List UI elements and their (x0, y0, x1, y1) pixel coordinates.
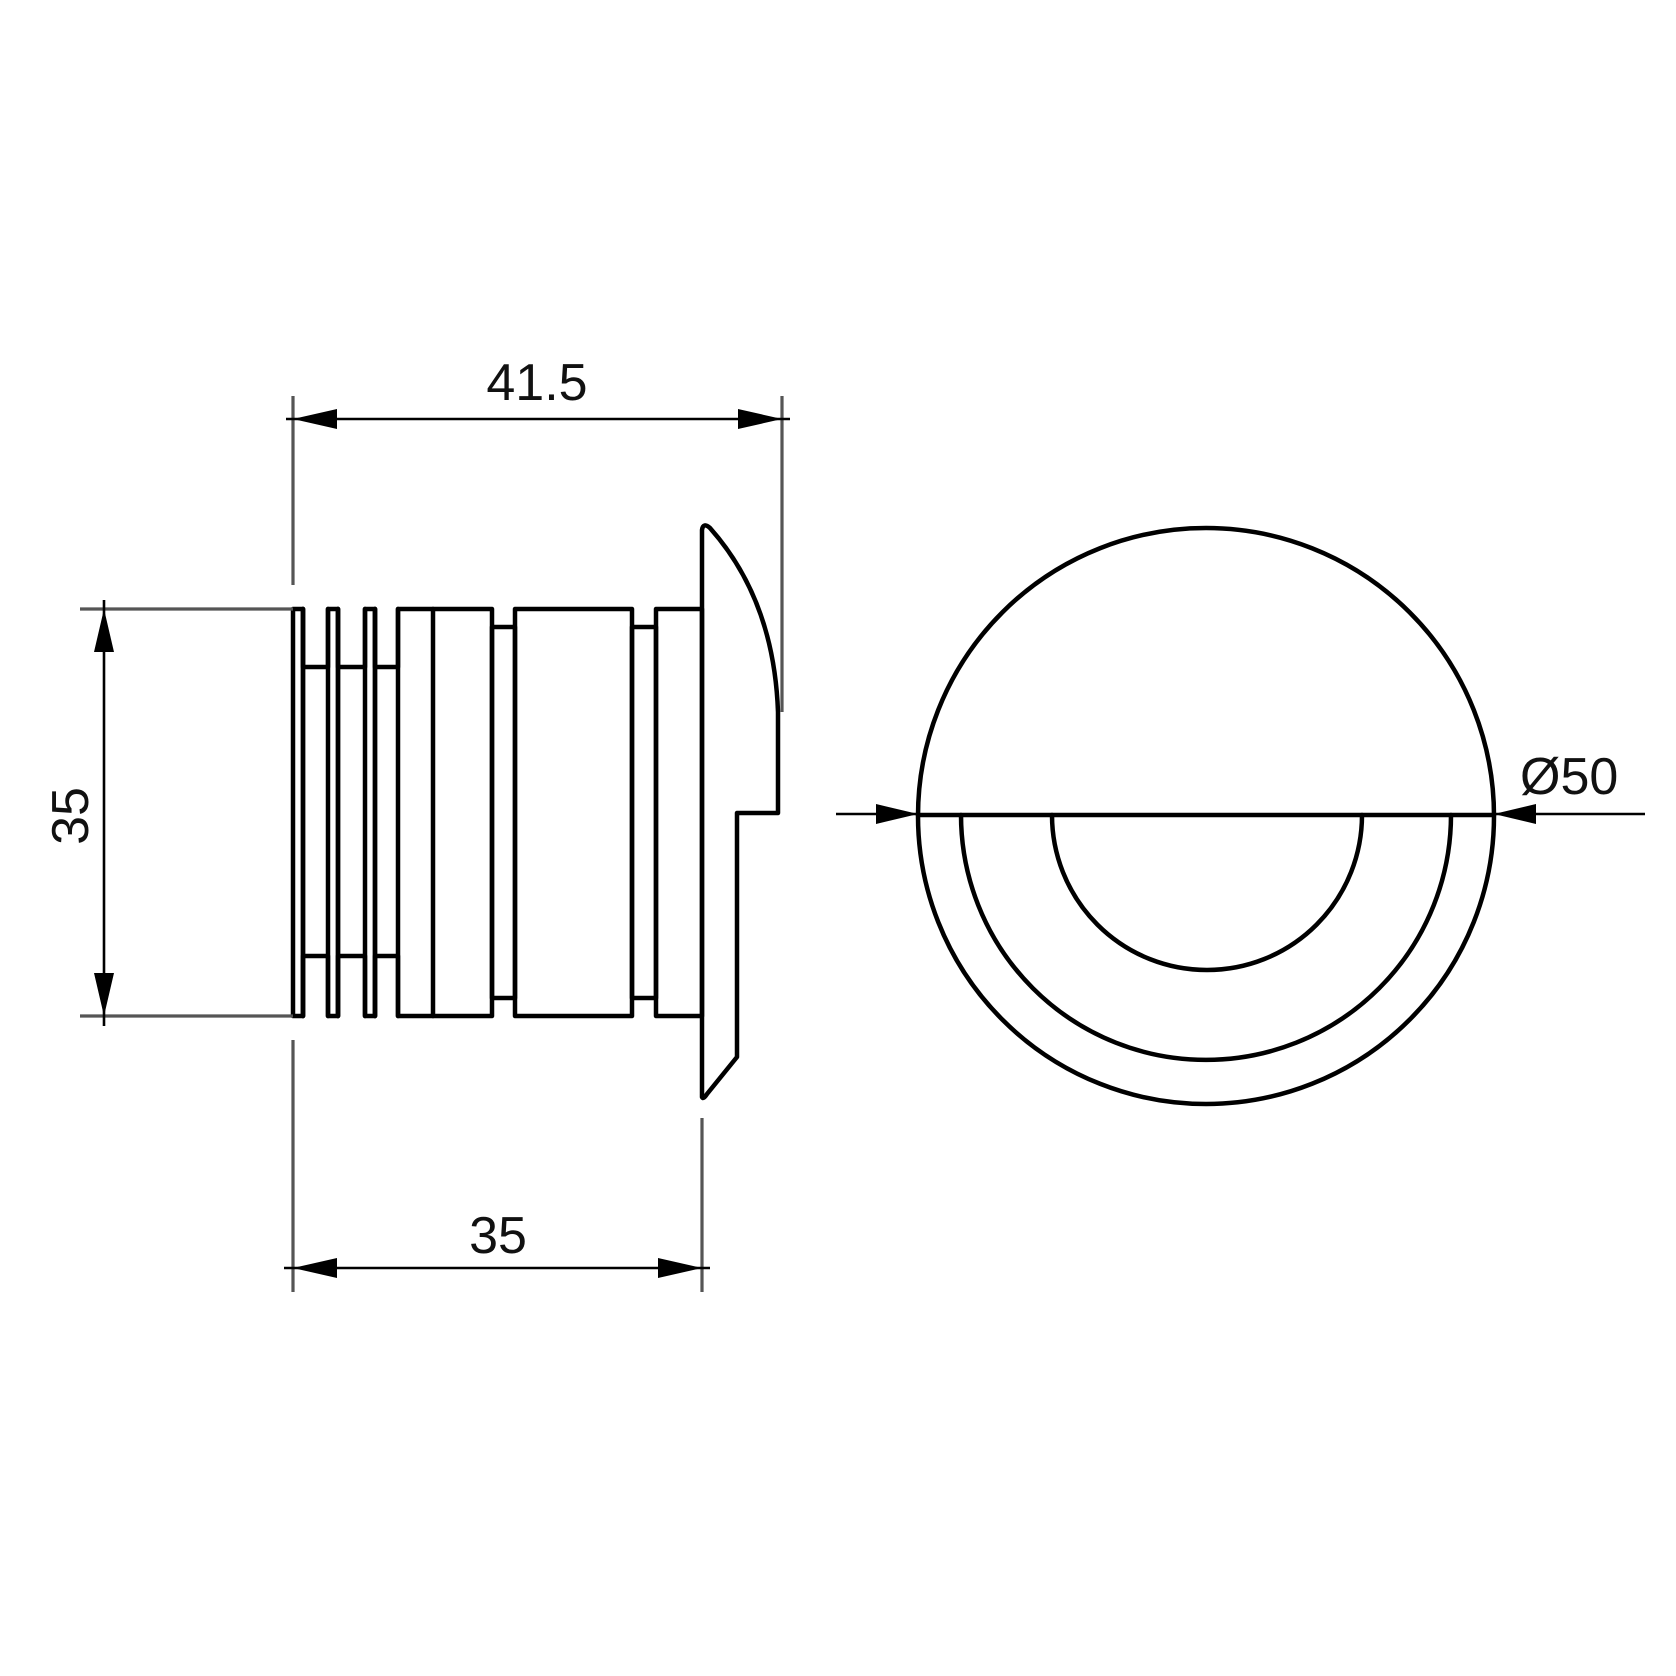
dimension-outer-diameter: Ø50 (836, 748, 1645, 824)
dimension-label-outer-diameter: Ø50 (1520, 748, 1618, 806)
body-neck-1 (489, 624, 518, 1001)
body-block-3 (653, 606, 705, 1019)
eyelid-opening-arc (958, 812, 1454, 1063)
arrow-left-icon (293, 409, 337, 429)
arrow-left-icon (1494, 804, 1536, 824)
arrow-down-icon (94, 973, 114, 1016)
dimension-label-body-diameter: 35 (42, 787, 100, 845)
body-outline (290, 606, 705, 1019)
front-view: Ø50 (836, 525, 1645, 1107)
arrow-up-icon (94, 609, 114, 652)
arrow-left-icon (293, 1258, 337, 1278)
arrow-right-icon (738, 409, 782, 429)
arrow-right-icon (658, 1258, 702, 1278)
groove-bottom-1 (300, 953, 331, 1019)
arrow-right-icon (876, 804, 918, 824)
dimension-recess-depth: 35 (284, 1040, 710, 1292)
dimension-overall-length: 41.5 (286, 354, 790, 712)
dimension-label-recess-depth: 35 (469, 1207, 527, 1265)
side-view: 41.5 35 35 (42, 354, 790, 1292)
body-block-2 (512, 606, 635, 1019)
lens-arc (1049, 812, 1365, 973)
groove-bottom-3 (372, 953, 401, 1019)
body-block-1 (395, 606, 495, 1019)
groove-top-3 (372, 606, 401, 670)
dimension-label-overall-length: 41.5 (486, 354, 587, 412)
flange-cap-profile (699, 523, 781, 1101)
groove-top-2 (335, 606, 368, 670)
body-neck-2 (629, 624, 659, 1001)
dimension-body-diameter: 35 (42, 600, 293, 1026)
groove-top-1 (300, 606, 331, 670)
groove-bottom-2 (335, 953, 368, 1019)
